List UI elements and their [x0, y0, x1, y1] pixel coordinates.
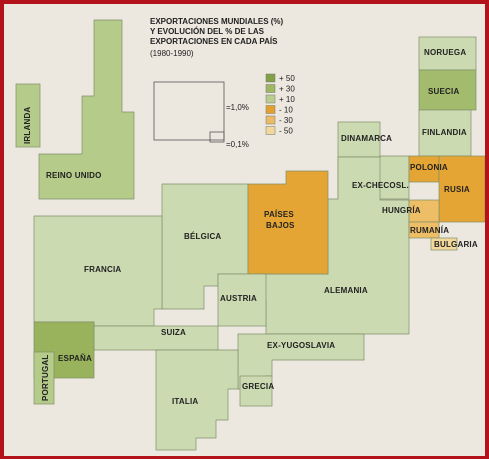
legend-label-1: + 30: [279, 85, 295, 94]
label-polonia: POLONIA: [410, 163, 448, 172]
legend-swatch-5: [265, 126, 276, 135]
label-suiza: SUIZA: [161, 328, 186, 337]
legend-label-0: + 50: [279, 74, 295, 83]
label-irlanda: IRLANDA: [23, 107, 32, 144]
legend-swatch-4: [265, 115, 276, 125]
label-austria: AUSTRIA: [220, 294, 257, 303]
country-rumania: [408, 221, 440, 239]
country-finlandia: [418, 109, 472, 157]
label-suecia: SUECIA: [428, 87, 459, 96]
label-rumania: RUMANÍA: [410, 226, 449, 235]
country-reino-unido: [38, 19, 135, 200]
legend-label-2: + 10: [279, 95, 295, 104]
legend-swatch-0: [265, 73, 276, 83]
label-reino-unido: REINO UNIDO: [46, 171, 102, 180]
legend-label-5: - 50: [279, 127, 293, 136]
label-belgica: BÉLGICA: [184, 232, 221, 241]
size-key-small-label: =0,1%: [226, 140, 249, 149]
country-bulgaria: [430, 237, 458, 251]
label-noruega: NORUEGA: [424, 48, 466, 57]
label-ex-yugoslavia: EX-YUGOSLAVIA: [267, 341, 335, 350]
label-ex-checosl: EX-CHECOSL.: [352, 181, 409, 190]
country-suiza: [93, 325, 219, 351]
country-suecia: [418, 69, 477, 111]
country-grecia: [239, 375, 273, 407]
label-rusia: RUSIA: [444, 185, 470, 194]
label-portugal: PORTUGAL: [41, 355, 50, 402]
legend-label-3: - 10: [279, 106, 293, 115]
size-key-large-label: =1,0%: [226, 103, 249, 112]
label-hungria: HUNGRÍA: [382, 206, 421, 215]
label-paises-bajos-2: BAJOS: [266, 221, 295, 230]
legend-swatch-1: [265, 84, 276, 93]
legend-title-line-3: EXPORTACIONES EN CADA PAÍS: [150, 37, 278, 46]
label-francia: FRANCIA: [84, 265, 121, 274]
country-italia: [155, 349, 239, 451]
size-key-small-square: [209, 131, 225, 143]
country-noruega: [418, 36, 477, 71]
country-dinamarca: [337, 121, 381, 158]
country-rusia: [438, 155, 485, 223]
map-frame: IRLANDA REINO UNIDO NORUEGA SUECIA FINLA…: [4, 4, 485, 456]
label-espana: ESPAÑA: [58, 354, 92, 363]
label-grecia: GRECIA: [242, 382, 274, 391]
country-portugal: [33, 351, 55, 405]
legend-period: (1980-1990): [150, 49, 194, 58]
country-austria: [217, 273, 267, 327]
legend-title-line-2: Y EVOLUCIÓN DEL % DE LAS: [150, 27, 265, 36]
label-finlandia: FINLANDIA: [422, 128, 467, 137]
label-paises-bajos-1: PAÍSES: [264, 210, 294, 219]
legend-title-line-1: EXPORTACIONES MUNDIALES (%): [150, 17, 284, 26]
label-italia: ITALIA: [172, 397, 198, 406]
label-alemania: ALEMANIA: [324, 286, 368, 295]
legend-swatch-3: [265, 105, 276, 114]
color-legend: + 50 + 30+ 10 - 10- 30 - 50: [265, 73, 295, 136]
label-bulgaria: BULGARIA: [434, 240, 478, 249]
legend-swatch-2: [265, 94, 276, 104]
legend-label-4: - 30: [279, 116, 293, 125]
size-key-large-square: [153, 81, 225, 141]
label-dinamarca: DINAMARCA: [341, 134, 392, 143]
country-irlanda: [15, 83, 41, 148]
cartogram-map: IRLANDA REINO UNIDO NORUEGA SUECIA FINLA…: [15, 17, 485, 451]
